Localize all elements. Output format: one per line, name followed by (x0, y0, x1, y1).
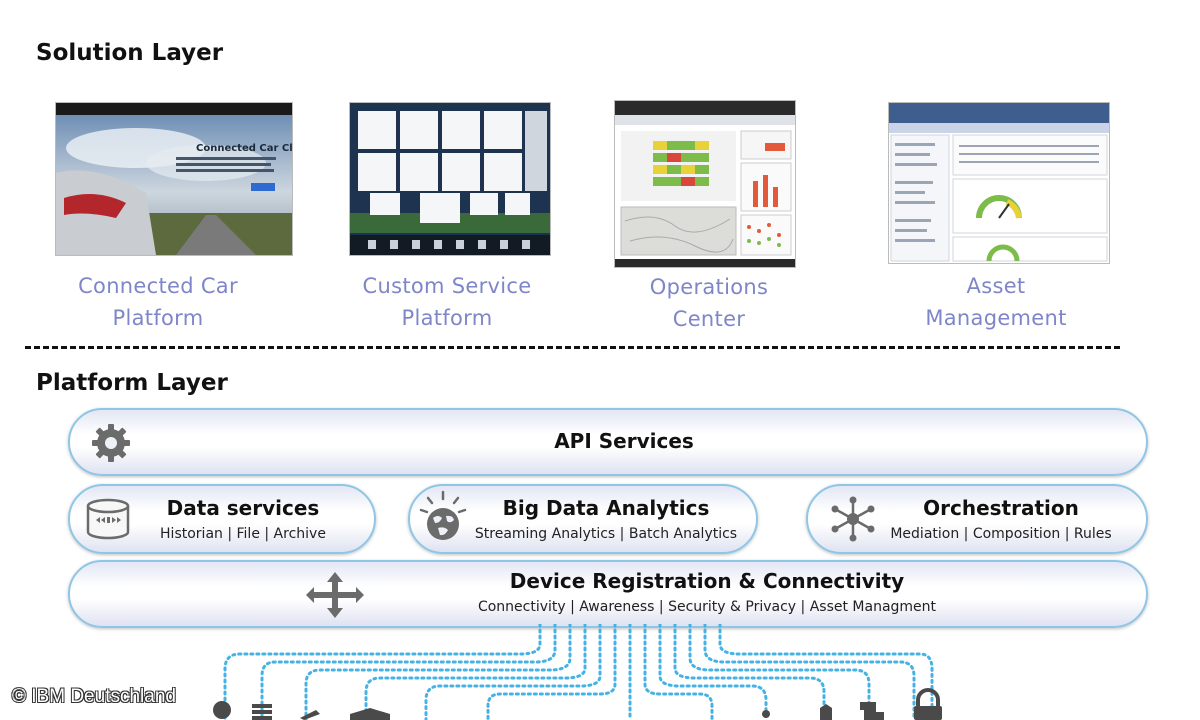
platform-layer-title: Platform Layer (36, 370, 228, 396)
building-device-icon (820, 704, 832, 720)
lock-icon (914, 688, 942, 720)
device-icons-row (213, 688, 942, 720)
asset-management-label: Asset Management (900, 270, 1092, 334)
device-registration-bar: Device Registration & Connectivity Conne… (68, 560, 1148, 628)
orchestration-box: Orchestration Mediation | Composition | … (806, 484, 1148, 554)
connected-car-image: Connected Car Cloud (56, 103, 292, 255)
device-registration-subtitle: Connectivity | Awareness | Security & Pr… (477, 599, 937, 615)
operations-center-screenshot (614, 100, 796, 268)
device-connection-lines (223, 624, 934, 720)
connected-car-screenshot: Connected Car Cloud (55, 102, 293, 256)
sensor-device-icon (762, 710, 770, 718)
data-services-box: Data services Historian | File | Archive (68, 484, 376, 554)
orchestration-title: Orchestration (923, 496, 1079, 520)
label-line1: Asset (966, 274, 1026, 298)
directional-arrows-icon (304, 570, 366, 624)
api-services-bar: API Services (68, 408, 1148, 476)
big-data-analytics-box: Big Data Analytics Streaming Analytics |… (408, 484, 758, 554)
database-icon (84, 498, 132, 544)
gear-icon (90, 422, 132, 468)
connected-car-label: Connected Car Platform (58, 270, 258, 334)
robot-arm-icon (860, 702, 884, 720)
label-line1: Connected Car (78, 274, 238, 298)
label-line1: Custom Service (362, 274, 532, 298)
label-line2: Platform (112, 306, 204, 330)
globe-icon (418, 490, 468, 548)
gear-device-icon (213, 701, 231, 719)
wireless-device-icon (300, 710, 320, 720)
server-stack-icon (252, 704, 272, 720)
big-data-title: Big Data Analytics (502, 496, 710, 520)
label-line2: Platform (401, 306, 493, 330)
label-line2: Management (925, 306, 1067, 330)
data-services-title: Data services (166, 496, 320, 520)
big-data-subtitle: Streaming Analytics | Batch Analytics (474, 526, 738, 542)
custom-service-label: Custom Service Platform (349, 270, 545, 334)
data-services-subtitle: Historian | File | Archive (160, 526, 326, 542)
orchestration-subtitle: Mediation | Composition | Rules (890, 526, 1112, 542)
solution-layer-title: Solution Layer (36, 40, 224, 66)
hub-network-icon (830, 496, 876, 546)
layer-divider (25, 346, 1120, 349)
custom-service-image (350, 103, 550, 255)
label-line1: Operations (649, 275, 769, 299)
thumb-title: Connected Car Cloud (196, 143, 292, 154)
custom-service-screenshot (349, 102, 551, 256)
asset-management-image (889, 103, 1109, 262)
operations-center-label: Operations Center (612, 271, 806, 335)
operations-center-image (615, 101, 795, 267)
asset-management-screenshot (888, 102, 1110, 264)
device-registration-title: Device Registration & Connectivity (509, 569, 905, 593)
vehicle-device-icon (350, 708, 390, 720)
api-services-title: API Services (554, 429, 694, 453)
copyright-notice: © IBM Deutschland (12, 686, 176, 707)
label-line2: Center (672, 307, 746, 331)
